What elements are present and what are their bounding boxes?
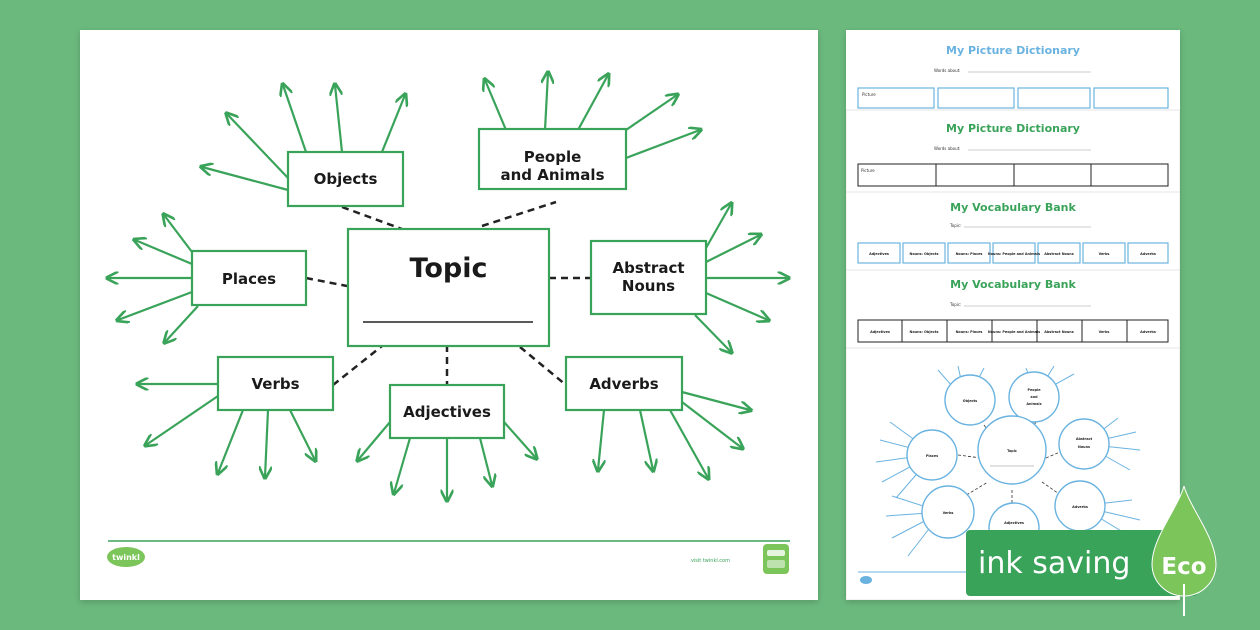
svg-text:Verbs: Verbs bbox=[1099, 252, 1110, 256]
box-adjectives bbox=[388, 383, 506, 440]
svg-text:Adverbs: Adverbs bbox=[1140, 330, 1156, 334]
svg-text:Nouns: Places: Nouns: Places bbox=[956, 330, 983, 334]
box-people-animals bbox=[477, 127, 628, 191]
box-abstract-nouns bbox=[589, 239, 708, 316]
label-places: Places bbox=[222, 270, 276, 288]
svg-text:My Picture Dictionary: My Picture Dictionary bbox=[946, 122, 1080, 135]
label-adjectives: Adjectives bbox=[403, 403, 491, 421]
mind-map: Objects People and Animals Topic Places … bbox=[80, 30, 818, 574]
svg-text:Objects: Objects bbox=[963, 399, 977, 403]
preview-picture-dictionary-2: My Picture Dictionary Words about: Pictu… bbox=[846, 109, 1180, 201]
preview-vocabulary-bank-1: My Vocabulary Bank Topic: Adjectives Nou… bbox=[846, 191, 1180, 283]
svg-text:My Vocabulary Bank: My Vocabulary Bank bbox=[950, 201, 1076, 214]
svg-text:Picture: Picture bbox=[861, 168, 875, 173]
svg-text:Picture: Picture bbox=[862, 92, 876, 97]
ink-saving-badge: ink saving Eco bbox=[966, 486, 1230, 626]
svg-text:twinkl: twinkl bbox=[112, 553, 140, 562]
arrow-group bbox=[108, 73, 788, 500]
svg-text:Topic: Topic bbox=[1007, 449, 1017, 453]
badge-banner bbox=[966, 530, 1198, 596]
mini-logo-icon bbox=[860, 576, 872, 584]
label-verbs: Verbs bbox=[251, 375, 299, 393]
dashed-connectors bbox=[305, 200, 592, 386]
badge-text: ink saving bbox=[978, 546, 1130, 581]
svg-text:Verbs: Verbs bbox=[943, 511, 954, 515]
svg-text:Animals: Animals bbox=[1026, 402, 1041, 406]
svg-text:and: and bbox=[1030, 395, 1038, 399]
svg-text:Adjectives: Adjectives bbox=[869, 252, 889, 256]
box-topic bbox=[346, 227, 551, 348]
label-objects: Objects bbox=[314, 170, 378, 188]
svg-text:Nouns: Nouns bbox=[1078, 445, 1090, 449]
main-worksheet: Objects People and Animals Topic Places … bbox=[80, 30, 818, 600]
twinkl-logo-icon: twinkl bbox=[107, 547, 145, 567]
badge-eco-text: Eco bbox=[1161, 554, 1206, 580]
svg-text:People: People bbox=[1027, 388, 1041, 392]
svg-text:Abstract Nouns: Abstract Nouns bbox=[1044, 252, 1073, 256]
label-nouns: Nouns bbox=[622, 277, 675, 295]
svg-text:Nouns: People and Animals: Nouns: People and Animals bbox=[988, 252, 1040, 256]
label-topic: Topic bbox=[410, 253, 488, 284]
svg-text:Topic:: Topic: bbox=[949, 223, 961, 228]
svg-text:Adverbs: Adverbs bbox=[1072, 505, 1088, 509]
svg-text:Nouns: People and Animals: Nouns: People and Animals bbox=[988, 330, 1040, 334]
svg-text:Topic:: Topic: bbox=[949, 302, 961, 307]
svg-text:Words about:: Words about: bbox=[934, 146, 961, 151]
box-verbs bbox=[216, 355, 335, 412]
svg-text:Words about:: Words about: bbox=[934, 68, 961, 73]
svg-text:Abstract: Abstract bbox=[1076, 437, 1093, 441]
svg-text:Nouns: Objects: Nouns: Objects bbox=[910, 330, 939, 334]
label-abstract: Abstract bbox=[612, 259, 684, 277]
box-objects bbox=[286, 150, 405, 208]
box-adverbs bbox=[564, 355, 684, 412]
svg-text:Nouns: Places: Nouns: Places bbox=[956, 252, 983, 256]
svg-text:Adjectives: Adjectives bbox=[870, 330, 890, 334]
svg-text:Places: Places bbox=[926, 454, 938, 458]
svg-text:Abstract Nouns: Abstract Nouns bbox=[1044, 330, 1073, 334]
label-and-animals: and Animals bbox=[500, 166, 604, 184]
svg-text:Verbs: Verbs bbox=[1099, 330, 1110, 334]
preview-vocabulary-bank-2: My Vocabulary Bank Topic: Adjectives Nou… bbox=[846, 269, 1180, 361]
svg-text:Adjectives: Adjectives bbox=[1004, 521, 1024, 525]
svg-text:Adverbs: Adverbs bbox=[1140, 252, 1156, 256]
footer-small-text: visit twinkl.com bbox=[691, 558, 730, 564]
preview-picture-dictionary-1: My Picture Dictionary Words about: Pictu… bbox=[857, 44, 1169, 109]
label-adverbs: Adverbs bbox=[589, 375, 658, 393]
svg-text:Nouns: Objects: Nouns: Objects bbox=[910, 252, 939, 256]
svg-text:My Vocabulary Bank: My Vocabulary Bank bbox=[950, 278, 1076, 291]
label-people: People bbox=[524, 148, 582, 166]
quality-stamp-icon bbox=[763, 544, 789, 574]
box-places bbox=[190, 249, 308, 307]
svg-text:My Picture Dictionary: My Picture Dictionary bbox=[946, 44, 1080, 57]
